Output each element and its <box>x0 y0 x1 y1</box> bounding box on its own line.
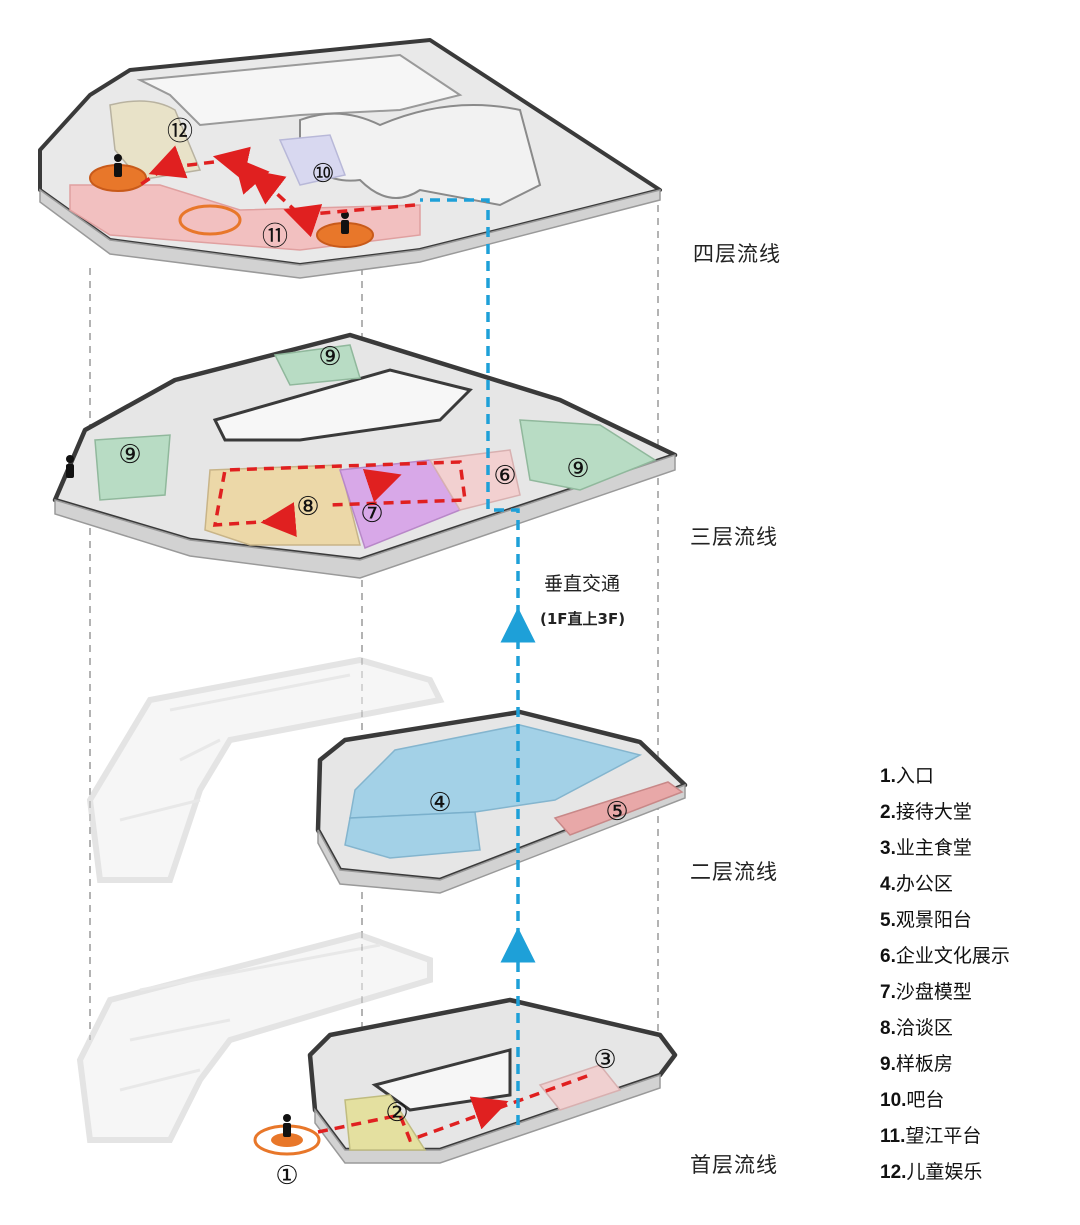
route-f4-arrow <box>233 156 270 195</box>
legend-item: 10.吧台 <box>880 1089 945 1111</box>
alignment-guides <box>89 205 659 1040</box>
floor-1-label: 首层流线 <box>690 1153 778 1177</box>
legend-item: 3.业主食堂 <box>880 837 972 859</box>
floor-2-plate <box>315 709 688 894</box>
marker-4: ④ <box>428 788 451 818</box>
floor-3-label: 三层流线 <box>690 525 778 549</box>
marker-3: ③ <box>593 1045 616 1075</box>
route-f1-arrow <box>469 1096 509 1130</box>
vertical-traffic-label: 垂直交通 <box>544 573 621 595</box>
floor-4-label: 四层流线 <box>693 242 781 266</box>
legend-item: 6.企业文化展示 <box>880 945 1010 967</box>
ghost-floor-1 <box>76 931 433 1143</box>
route-f4 <box>139 145 416 238</box>
marker-2: ② <box>385 1098 408 1128</box>
marker-10: ⑩ <box>311 159 334 189</box>
route-f3-arrow <box>260 502 297 537</box>
floor-1-plate <box>253 997 678 1164</box>
floor-3-plate <box>52 332 678 579</box>
legend-item: 8.洽谈区 <box>880 1017 953 1039</box>
legend-item: 5.观景阳台 <box>880 909 972 931</box>
marker-9a: ⑨ <box>118 440 141 470</box>
marker-11: ⑪ <box>262 222 288 252</box>
legend-item: 9.样板房 <box>880 1053 953 1075</box>
person-icon-f3 <box>66 455 74 478</box>
floor-4-plate <box>38 38 662 279</box>
person-icon-f4b <box>341 211 349 234</box>
legend: 1.入口 2.接待大堂 3.业主食堂 4.办公区 5.观景阳台 6.企业文化展示… <box>880 762 1010 1194</box>
vertical-route <box>420 198 520 1125</box>
legend-item: 1.入口 <box>880 765 934 787</box>
marker-7: ⑦ <box>360 499 383 529</box>
marker-5: ⑤ <box>605 797 628 827</box>
legend-item: 11.望江平台 <box>880 1125 982 1147</box>
route-f3 <box>212 460 467 527</box>
person-icon-f1 <box>283 1114 291 1137</box>
legend-item: 12.儿童娱乐 <box>880 1161 983 1183</box>
route-f3-arrow2 <box>362 468 402 503</box>
marker-1: ① <box>275 1161 298 1191</box>
marker-9c: ⑨ <box>566 454 589 484</box>
person-icon-f4a <box>114 154 122 177</box>
legend-item: 2.接待大堂 <box>880 801 972 823</box>
marker-8: ⑧ <box>296 492 319 522</box>
marker-6: ⑥ <box>493 461 516 491</box>
legend-item: 4.办公区 <box>880 873 953 895</box>
marker-9b: ⑨ <box>318 342 341 372</box>
legend-item: 7.沙盘模型 <box>880 981 972 1003</box>
floor-2-label: 二层流线 <box>690 860 778 884</box>
vertical-traffic-sublabel: (1F直上3F) <box>540 610 626 628</box>
marker-12: ⑫ <box>167 117 193 147</box>
ghost-floor-2 <box>86 656 445 883</box>
